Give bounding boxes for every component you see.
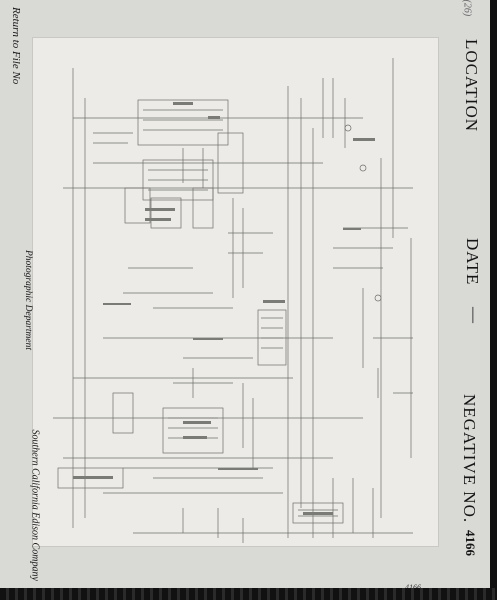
print-corner-number: 4166 — [405, 583, 421, 592]
scan-edge-shadow — [490, 0, 497, 600]
department-label: Photographic Department — [23, 250, 33, 351]
return-to-file-label: Return to File No — [10, 7, 22, 85]
location-label: LOCATION — [462, 39, 481, 132]
company-label: Southern California Edison Company — [29, 429, 41, 581]
negative-number-label: NEGATIVE NO. — [460, 394, 479, 524]
film-edge-strip — [0, 588, 497, 600]
schematic-print: 4166 — [33, 38, 438, 592]
date-dash: — — [465, 307, 482, 323]
pencil-annotation: (26) — [461, 0, 473, 17]
negative-number-value: 4166 — [463, 530, 478, 556]
negative-card: 4166 Return to File No Photographic Depa… — [0, 0, 490, 592]
wiring-diagram — [53, 58, 413, 543]
date-label: DATE — [463, 238, 482, 286]
